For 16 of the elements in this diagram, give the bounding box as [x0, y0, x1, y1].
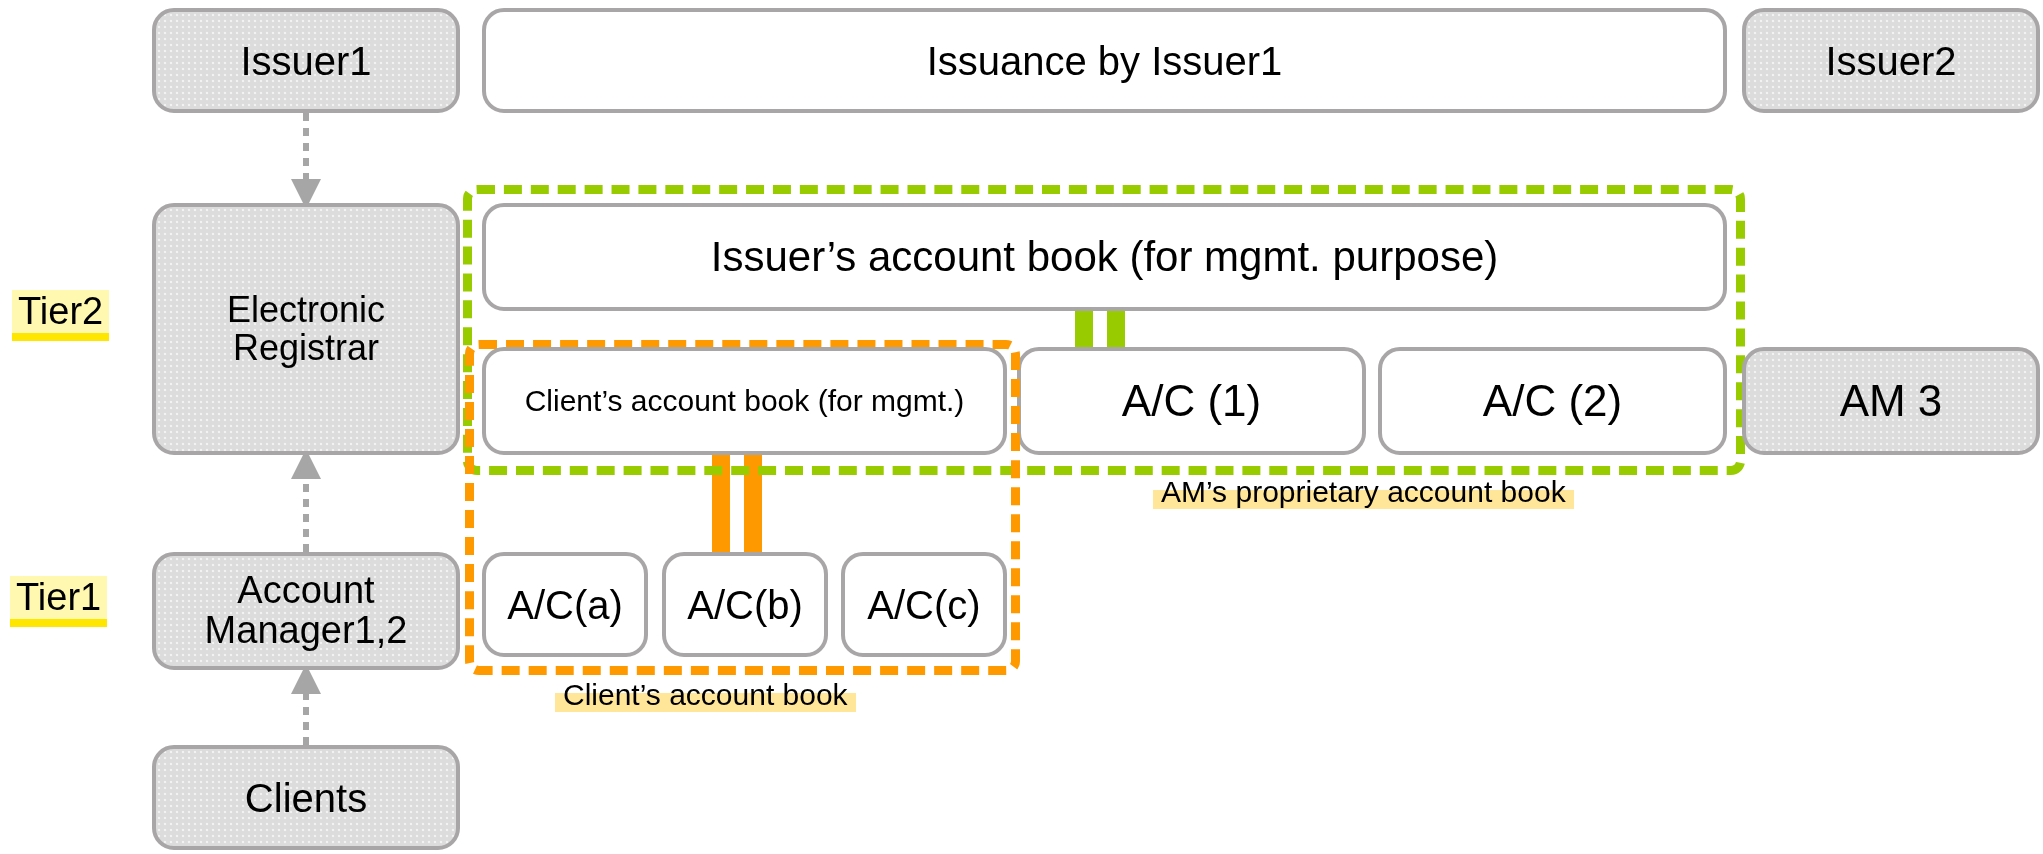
- entity-box: Electronic Registrar: [152, 203, 460, 455]
- entity-box: AM 3: [1742, 347, 2040, 455]
- tier-label: Tier1: [10, 576, 108, 627]
- entity-box: Issuer2: [1742, 8, 2040, 113]
- account-box: A/C(c): [841, 552, 1007, 657]
- entity-box: Issuer1: [152, 8, 460, 113]
- account-box: A/C (1): [1017, 347, 1366, 455]
- tier-label: Tier2: [12, 290, 110, 341]
- entity-box: Account Manager1,2: [152, 552, 460, 670]
- account-box: Issuer’s account book (for mgmt. purpose): [482, 203, 1727, 311]
- entity-box: Clients: [152, 745, 460, 850]
- account-box: A/C(a): [482, 552, 648, 657]
- account-box: Client’s account book (for mgmt.): [482, 347, 1007, 455]
- account-box: A/C (2): [1378, 347, 1727, 455]
- account-box: Issuance by Issuer1: [482, 8, 1727, 113]
- account-box: A/C(b): [662, 552, 828, 657]
